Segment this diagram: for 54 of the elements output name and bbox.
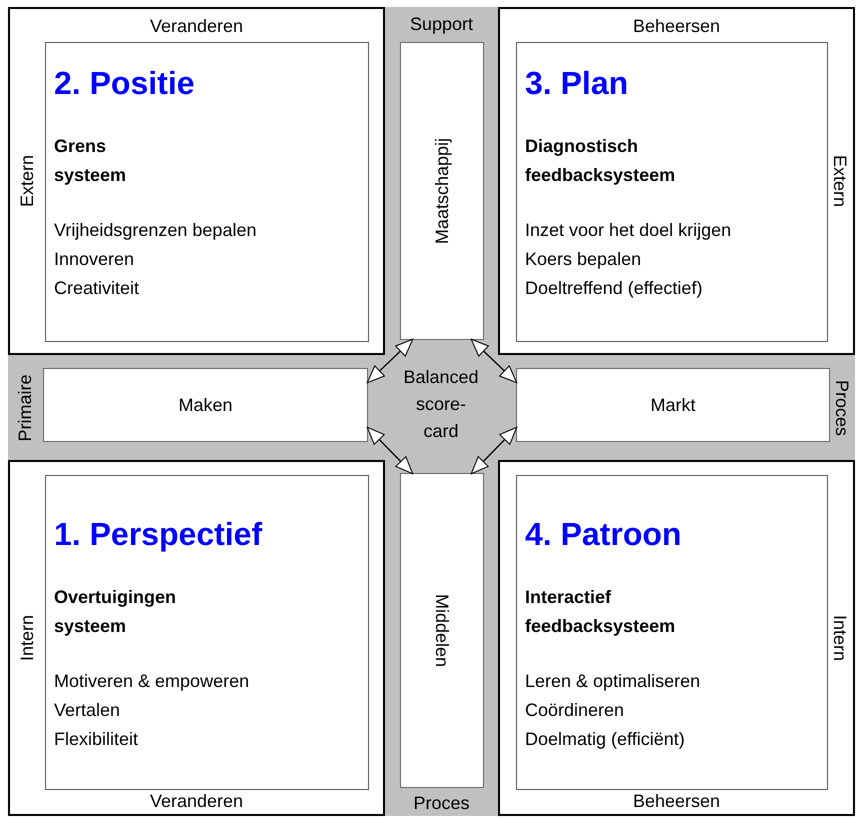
quadrant-panel — [8, 460, 385, 816]
list-item: Leren & optimaliseren — [525, 670, 700, 693]
label-box — [400, 42, 484, 340]
heading: 2. Positie — [54, 65, 194, 102]
side-label: Support — [410, 13, 474, 35]
center-label: Balanced score-card — [402, 366, 480, 443]
list-item: Koers bepalen — [525, 248, 642, 271]
box-label: Markt — [650, 394, 696, 416]
heading: 1. Perspectief — [54, 516, 262, 553]
side-label: Beheersen — [632, 790, 720, 812]
list-item: Doelmatig (efficiënt) — [525, 728, 685, 751]
double-arrow — [470, 338, 518, 384]
quadrant-panel — [498, 7, 855, 355]
side-label: Proces — [831, 379, 853, 436]
band-strip — [8, 355, 855, 460]
list-item: Vertalen — [54, 699, 120, 722]
label-box — [43, 368, 368, 442]
list-item: Motiveren & empoweren — [54, 670, 250, 693]
list-item: Inzet voor het doel krijgen — [525, 219, 732, 242]
box-label: Maatschappij — [431, 138, 453, 244]
subheading: Grens systeem — [54, 135, 126, 187]
side-label: Beheersen — [632, 15, 720, 37]
list-item: Coördineren — [525, 699, 624, 722]
side-label: Intern — [829, 614, 851, 662]
double-arrow — [366, 426, 414, 474]
box-label: Maken — [178, 394, 233, 416]
subheading: Overtuigingen systeem — [54, 586, 176, 638]
text-card — [516, 475, 828, 790]
side-label: Intern — [16, 614, 38, 662]
list-item: Creativiteit — [54, 277, 140, 300]
quadrant-panel — [8, 7, 385, 355]
double-arrow — [470, 426, 518, 474]
text-card — [45, 475, 369, 790]
list-item: Doeltreffend (effectief) — [525, 277, 702, 300]
heading: 3. Plan — [525, 65, 628, 102]
double-arrow — [366, 338, 414, 384]
text-card — [45, 42, 369, 342]
subheading: Diagnostisch feedbacksysteem — [525, 135, 676, 187]
subheading: Interactief feedbacksysteem — [525, 586, 676, 638]
side-label: Extern — [16, 154, 38, 208]
side-label: Proces — [413, 792, 470, 814]
label-box — [400, 473, 484, 788]
side-label: Extern — [829, 154, 851, 208]
quadrant-panel — [498, 460, 855, 816]
side-label: Veranderen — [150, 790, 244, 812]
box-label: Middelen — [431, 594, 453, 668]
list-item: Flexibiliteit — [54, 728, 138, 751]
list-item: Innoveren — [54, 248, 134, 271]
list-item: Vrijheidsgrenzen bepalen — [54, 219, 256, 242]
text-card — [516, 42, 828, 342]
heading: 4. Patroon — [525, 516, 682, 553]
label-box — [516, 368, 830, 442]
side-label: Primaire — [14, 374, 36, 441]
side-label: Veranderen — [150, 15, 244, 37]
